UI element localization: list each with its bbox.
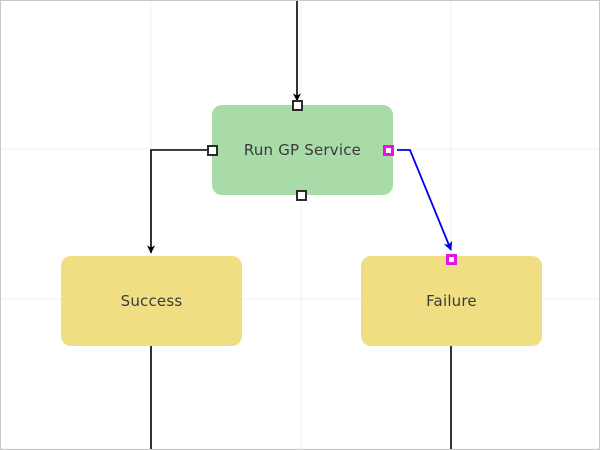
node-failure-port-top[interactable] [445,253,457,265]
node-run-gp-service-port-top[interactable] [291,99,303,111]
node-run-gp-service-port-right[interactable] [382,144,394,156]
node-failure[interactable]: Failure [361,256,542,346]
edge-run-gp-service-to-failure[interactable] [397,149,453,251]
node-run-gp-service[interactable]: Run GP Service [212,105,393,195]
edge-run-gp-service-to-success[interactable] [147,149,209,254]
node-run-gp-service-port-bottom[interactable] [295,189,307,201]
node-label: Failure [426,292,477,310]
node-label: Run GP Service [243,141,362,159]
node-run-gp-service-port-left[interactable] [206,144,218,156]
node-success[interactable]: Success [61,256,242,346]
node-label: Success [120,292,183,310]
